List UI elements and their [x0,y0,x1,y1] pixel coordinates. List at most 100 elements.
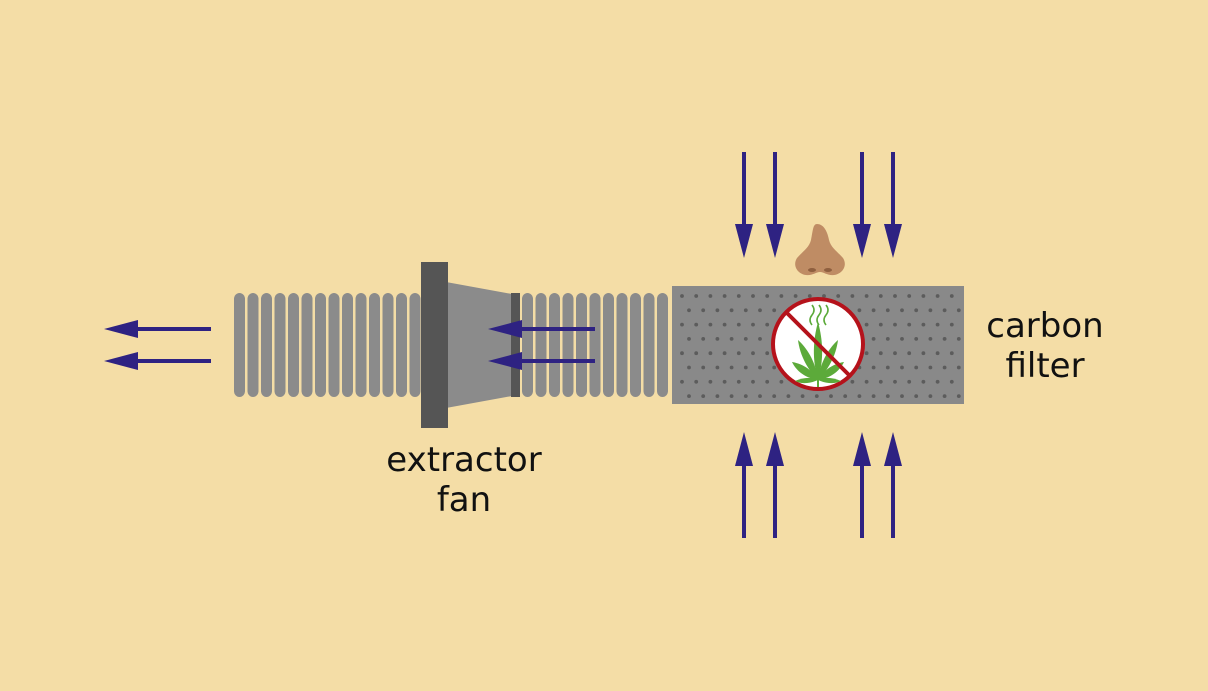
filter-dot [885,337,890,341]
filter-dot [729,365,734,370]
airflow-arrow-icon [884,224,902,258]
duct-rib [274,293,286,397]
duct-rib [288,293,299,397]
duct-rib [616,293,628,397]
airflow-arrow-icon [884,432,902,466]
filter-dot [680,379,684,384]
filter-dot [949,379,954,384]
filter-dot [772,394,777,398]
filter-dot [687,308,691,313]
filter-dot [885,308,890,313]
filter-dot [687,365,691,370]
smell-wisps-icon [809,304,829,326]
filter-dot [956,365,961,370]
filter-dot [701,308,706,313]
airflow-arrow-icon [104,352,138,370]
filter-dot [871,365,876,370]
filter-dot [914,365,919,370]
filter-dot [736,322,741,327]
filter-dot [935,322,940,327]
filter-dot [800,394,805,398]
duct-rib [247,293,259,397]
duct-rib [261,293,272,397]
filter-dot [758,394,762,398]
filter-dot [914,337,919,341]
filter-dot [864,351,869,356]
airflow-arrow-icon [488,320,522,338]
filter-dot [864,294,869,298]
fan-flange [421,262,448,428]
duct-rib [369,293,380,397]
no-cannabis-smell-icon [771,297,865,391]
filter-dot [729,308,734,313]
filter-dot [942,394,947,398]
filter-dot [715,308,720,313]
carbon-filter-label-line2: filter [1005,346,1085,386]
filter-dot [871,394,876,398]
filter-dot [829,394,833,398]
filter-dot [921,294,926,298]
filter-dot [900,365,904,370]
duct-rib [576,293,587,397]
airflow-arrow-icon [488,352,522,370]
filter-dot [772,365,777,370]
filter-dot [765,322,770,327]
filter-dot [850,379,855,384]
duct-rib [301,293,313,397]
filter-dot [956,308,961,313]
nose-icon [795,224,845,276]
filter-dot [864,322,869,327]
filter-dot [814,394,819,398]
filter-dot [680,351,684,356]
duct-rib [342,293,353,397]
filter-dot [694,322,699,327]
filter-dot [701,365,706,370]
filter-dot [708,294,713,298]
filter-dot [793,294,798,298]
filter-dot [687,394,691,398]
filter-dot [715,394,720,398]
filter-dot [928,365,933,370]
filter-dot [907,322,912,327]
filter-dot [843,394,848,398]
filter-dot [743,394,748,398]
filter-dot [907,379,912,384]
carbon-filter-label-line1: carbon [986,306,1104,346]
filter-dot [921,379,926,384]
duct-rib [382,293,394,397]
duct-rib [549,293,560,397]
filter-dot [900,337,904,341]
filter-dot [878,294,883,298]
filter-dot [694,379,699,384]
duct-rib [630,293,641,397]
filter-dot [751,294,755,298]
filter-dot [893,379,897,384]
filter-dot [701,394,706,398]
filter-dot [687,337,691,341]
filter-dot [885,365,890,370]
filter-dot [942,308,947,313]
exhaust-arrows [104,320,211,370]
airflow-arrow-icon [104,320,138,338]
duct-rib [234,293,245,397]
filter-dot [751,322,755,327]
duct-rib [562,293,574,397]
extractor-fan-label-line1: extractor [386,440,542,480]
duct-rib [603,293,614,397]
filter-dot [893,351,897,356]
filter-dot [928,337,933,341]
duct-rib [409,293,421,397]
duct-rib [643,293,655,397]
filter-dot [893,322,897,327]
duct-airflow-arrows [488,320,595,370]
filter-dot [857,394,862,398]
duct-rib [315,293,326,397]
filter-dot [893,294,897,298]
filter-dot [765,294,770,298]
airflow-arrow-icon [766,432,784,466]
fan-inlet-ring [511,293,520,397]
filter-dot [885,394,890,398]
duct-rib [522,293,533,397]
extractor-fan-label: extractor fan [364,440,564,520]
